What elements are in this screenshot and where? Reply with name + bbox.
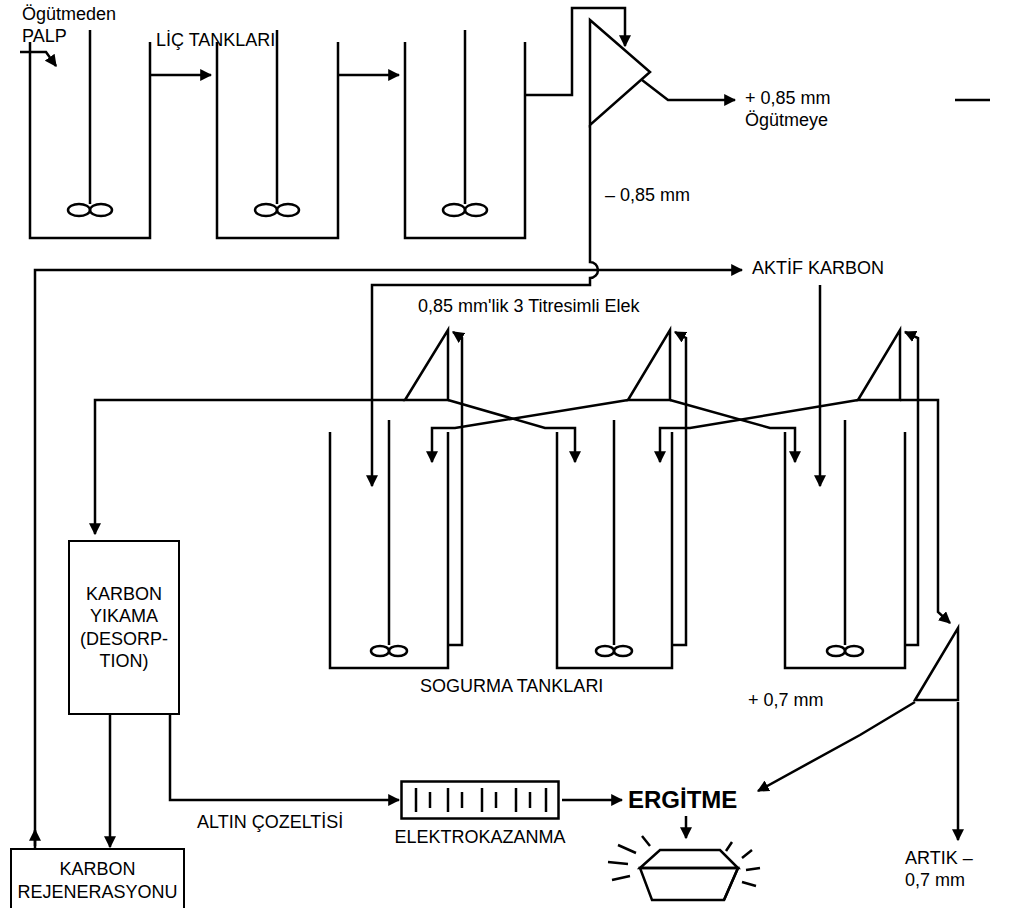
process-line (660, 400, 858, 462)
adsorption-tank (371, 646, 389, 656)
node-text: KARBON YIKAMA (DESORP- TION) (74, 583, 174, 673)
electrode-plate (545, 788, 548, 812)
electrowinning-cell-outline (401, 782, 558, 819)
process-box: KARBON YIKAMA (DESORP- TION) (68, 540, 180, 715)
process-line (670, 400, 795, 462)
carbon-return-line (35, 270, 742, 846)
flow-connector (170, 715, 399, 800)
flow-label: ARTIK – 0,7 mm (905, 848, 1000, 891)
electrode-plate (415, 788, 418, 812)
vibrating-screen (915, 628, 958, 700)
process-line (900, 400, 950, 623)
leach-tank (464, 30, 467, 204)
pulp-pipe (338, 74, 399, 77)
leach-tank (277, 204, 299, 216)
flow-label: + 0,7 mm (748, 690, 824, 712)
vibrating-screen (858, 330, 900, 400)
gold-bar (724, 868, 738, 900)
adsorption-tank (614, 646, 632, 656)
pulp-pipe (955, 99, 990, 102)
leach-tank (90, 204, 112, 216)
electrode-plate (461, 792, 464, 808)
pulp-pipe (150, 74, 211, 77)
trommel-screen (590, 20, 650, 125)
flow-connector (109, 715, 112, 847)
node-text: KARBON REJENERASYONU (16, 858, 179, 903)
pulp-pipe (20, 8, 990, 486)
pulp-pipe (642, 80, 735, 100)
adsorption-tank (330, 420, 905, 668)
flow-label: SOGURMA TANKLARI (420, 676, 603, 698)
electrode-plate (447, 788, 450, 812)
gold-bar (640, 868, 738, 900)
pulp-pipe (20, 52, 56, 66)
process-line (672, 332, 686, 645)
electrode-plate (529, 792, 532, 808)
process-line (905, 332, 918, 645)
flow-label: 0,85 mm'lik 3 Titresimli Elek (418, 296, 639, 318)
node-text: ELEKTROKAZANMA (394, 826, 565, 849)
process-line (432, 400, 628, 462)
gold-bar (608, 836, 760, 900)
flow-label: LİÇ TANKLARI (156, 30, 275, 52)
electrode-plate (481, 788, 484, 812)
adsorption-tank (613, 420, 616, 645)
flow-label: + 0,85 mm Ögütmeye (745, 88, 850, 131)
process-line (562, 799, 622, 802)
leach-tank (443, 204, 465, 216)
flow-label: – 0,85 mm (605, 185, 690, 207)
process-line (685, 816, 688, 838)
carbon-return-line (819, 285, 822, 486)
gold-bar (608, 836, 760, 886)
process-box: KARBON REJENERASYONU (10, 848, 185, 908)
process-line (95, 400, 405, 534)
process-line (758, 702, 915, 791)
leach-tank (30, 30, 525, 238)
process-line (95, 332, 958, 840)
electrowinning-cell: ELEKTROKAZANMA (394, 780, 565, 849)
adsorption-tank (845, 646, 863, 656)
trommel-screen (590, 20, 650, 125)
vibrating-screen (405, 330, 448, 400)
adsorption-tank (827, 646, 845, 656)
electrowinning-cell-outline (400, 780, 560, 820)
flow-label: Ögütmeden PALP (22, 4, 122, 47)
process-line (448, 332, 462, 645)
carbon-return-line (35, 270, 820, 852)
pulp-pipe (525, 8, 625, 95)
electrode-plate (429, 792, 432, 808)
vibrating-screen (405, 330, 958, 700)
gold-bar (640, 850, 738, 868)
adsorption-tank (388, 420, 391, 645)
leach-tank (255, 204, 277, 216)
flow-label: AKTİF KARBON (752, 258, 884, 280)
leach-tank (89, 30, 92, 204)
leach-tank (276, 30, 279, 204)
vibrating-screen (628, 330, 670, 400)
process-step-label: ERGİTME (628, 786, 737, 815)
process-line (448, 400, 575, 462)
electrode-plate (495, 792, 498, 808)
electrode-plate (515, 788, 518, 812)
edge-label: ALTIN ÇOZELTİSİ (195, 812, 345, 834)
process-line (957, 702, 960, 840)
adsorption-tank (389, 646, 407, 656)
adsorption-tank (596, 646, 614, 656)
leach-tank (465, 204, 487, 216)
adsorption-tank (844, 420, 847, 645)
leach-tank (68, 204, 90, 216)
